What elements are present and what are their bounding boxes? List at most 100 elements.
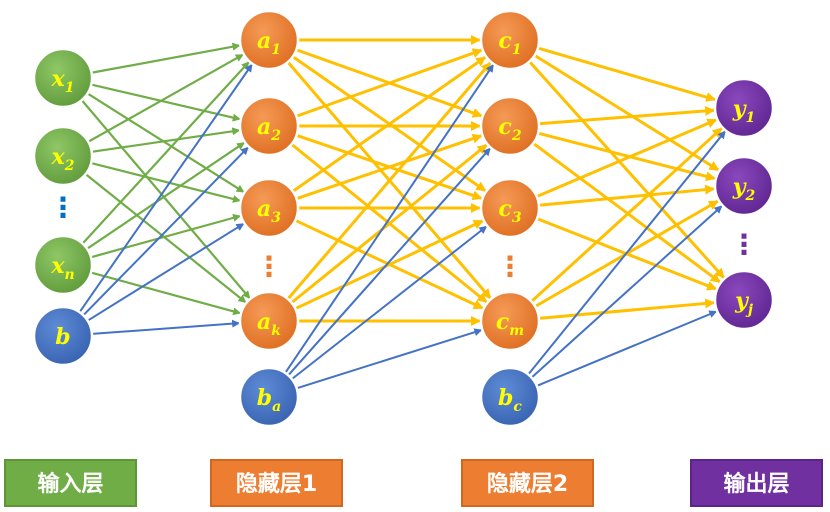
input-bias-node-circle (32, 305, 94, 367)
hidden2-node-c2: c2 (479, 95, 541, 157)
edge-hidden1-2-to-hidden2-0 (291, 55, 487, 193)
hidden1-bias-node-circle (238, 366, 300, 428)
edge-hidden2-bias-to-output-0 (527, 130, 726, 376)
hidden1-bias-node: ba (238, 366, 300, 428)
output-node-y2: y2 (713, 155, 775, 217)
edge-hidden2-3-to-output-0 (530, 127, 723, 303)
hidden1-ellipsis: ⋮ (255, 250, 283, 283)
input-node-x1: x1 (32, 47, 94, 109)
edge-input-bias-to-hidden1-0 (78, 63, 253, 313)
hidden2-node-cm: cm (479, 290, 541, 352)
edge-hidden1-bias-to-hidden2-2 (291, 225, 488, 380)
edge-hidden2-3-to-output-2 (538, 298, 716, 320)
edge-hidden1-3-to-hidden2-2 (294, 219, 484, 311)
output-node-y1: y1 (713, 77, 775, 139)
edge-hidden2-0-to-output-2 (528, 60, 726, 279)
hidden2-bias-node-label: bc (498, 385, 522, 415)
hidden1-node-a3-circle (238, 177, 300, 239)
input-bias-node: b (32, 305, 94, 367)
edge-hidden2-0-to-output-1 (533, 54, 720, 172)
edge-hidden1-3-to-hidden2-0 (286, 61, 492, 300)
input-node-x1-label: x1 (51, 66, 75, 96)
hidden1-node-ak: ak (238, 290, 300, 352)
edge-input-bias-to-hidden1-3 (91, 319, 241, 335)
edge-hidden1-3-to-hidden2-1 (290, 143, 488, 304)
input-bias-node-label: b (55, 324, 70, 350)
hidden1-node-a2: a2 (238, 95, 300, 157)
edge-hidden2-bias-to-output-2 (536, 310, 718, 387)
edge-input-bias-to-hidden1-2 (87, 222, 245, 322)
hidden2-node-c1-label: c1 (498, 28, 521, 58)
edge-hidden2-1-to-output-2 (532, 142, 721, 284)
output-node-yj-label: yj (734, 288, 753, 318)
hidden1-node-a2-circle (238, 95, 300, 157)
edge-input-2-to-hidden1-3 (90, 271, 242, 316)
input-node-x2-circle (32, 125, 94, 187)
edge-input-0-to-hidden1-2 (86, 92, 245, 193)
hidden1-node-ak-label: ak (257, 309, 281, 339)
edge-input-1-to-hidden1-0 (87, 53, 244, 143)
hidden1-node-a3-label: a3 (257, 196, 281, 226)
edge-input-1-to-hidden1-1 (91, 127, 241, 153)
input-node-xn-label: xn (50, 253, 74, 283)
output-node-y1-circle (713, 77, 775, 139)
edge-hidden2-2-to-output-0 (536, 118, 718, 198)
output-node-yj-circle (713, 269, 775, 331)
hidden1-node-a3: a3 (238, 177, 300, 239)
hidden-layer-1-label: 隐藏层1 (210, 459, 343, 507)
output-node-y2-circle (713, 155, 775, 217)
hidden2-node-c1-circle (479, 9, 541, 71)
connection-edges (78, 35, 726, 390)
edge-input-0-to-hidden1-0 (91, 42, 241, 74)
edge-hidden2-2-to-output-1 (538, 184, 716, 207)
input-node-xn: xn (32, 234, 94, 296)
edge-hidden2-0-to-output-0 (537, 46, 717, 102)
edge-input-2-to-hidden1-2 (90, 214, 242, 259)
network-nodes: x1 x2 xn b a1 a2 a3 ak ba c1 c2 c3 cm bc y1 y2 yj (32, 9, 775, 428)
edge-input-bias-to-hidden1-1 (82, 146, 249, 316)
hidden1-bias-node-label: ba (257, 385, 281, 415)
hidden1-node-a2-label: a2 (257, 114, 281, 144)
hidden2-node-c2-label: c2 (498, 114, 521, 144)
output-layer-label: 输出层 (690, 459, 823, 507)
hidden2-ellipsis: ⋮ (496, 250, 524, 283)
hidden2-node-c3-label: c3 (498, 196, 521, 226)
output-node-y2-label: y2 (732, 174, 756, 204)
input-node-xn-circle (32, 234, 94, 296)
edge-input-2-to-hidden1-0 (81, 61, 250, 245)
input-ellipsis: ⋮ (49, 191, 77, 224)
output-ellipsis: ⋮ (730, 228, 758, 261)
edge-input-1-to-hidden1-3 (84, 173, 247, 304)
edge-input-0-to-hidden1-3 (80, 99, 251, 299)
hidden2-node-cm-circle (479, 290, 541, 352)
layer-legend: 输入层 隐藏层1 隐藏层2 输出层 (0, 459, 830, 511)
input-node-x2-label: x2 (51, 144, 75, 174)
hidden1-node-a1: a1 (238, 9, 300, 71)
output-node-yj: yj (713, 269, 775, 331)
hidden2-node-c3: c3 (479, 177, 541, 239)
edge-hidden2-1-to-output-1 (537, 131, 716, 182)
hidden2-node-cm-label: cm (496, 309, 524, 339)
hidden2-node-c3-circle (479, 177, 541, 239)
input-layer-label: 输入层 (4, 459, 137, 507)
hidden2-bias-node: bc (479, 366, 541, 428)
hidden2-node-c1: c1 (479, 9, 541, 71)
hidden1-node-a1-label: a1 (257, 28, 281, 58)
output-node-y1-label: y1 (732, 96, 756, 126)
layer-ellipses: ⋮ ⋮ ⋮ ⋮ (49, 191, 758, 283)
hidden2-node-c2-circle (479, 95, 541, 157)
edge-input-2-to-hidden1-1 (86, 141, 245, 250)
edge-hidden2-bias-to-output-1 (530, 205, 723, 379)
input-node-x1-circle (32, 47, 94, 109)
hidden-layer-2-label: 隐藏层2 (461, 459, 594, 507)
edge-hidden1-bias-to-hidden2-3 (296, 328, 483, 390)
hidden1-node-ak-circle (238, 290, 300, 352)
edge-input-0-to-hidden1-1 (90, 83, 241, 122)
input-node-x2: x2 (32, 125, 94, 187)
edge-hidden1-bias-to-hidden2-0 (284, 64, 495, 374)
edge-hidden2-1-to-output-0 (538, 106, 716, 126)
hidden1-node-a1-circle (238, 9, 300, 71)
hidden2-bias-node-circle (479, 366, 541, 428)
edge-hidden1-1-to-hidden2-0 (295, 48, 483, 118)
